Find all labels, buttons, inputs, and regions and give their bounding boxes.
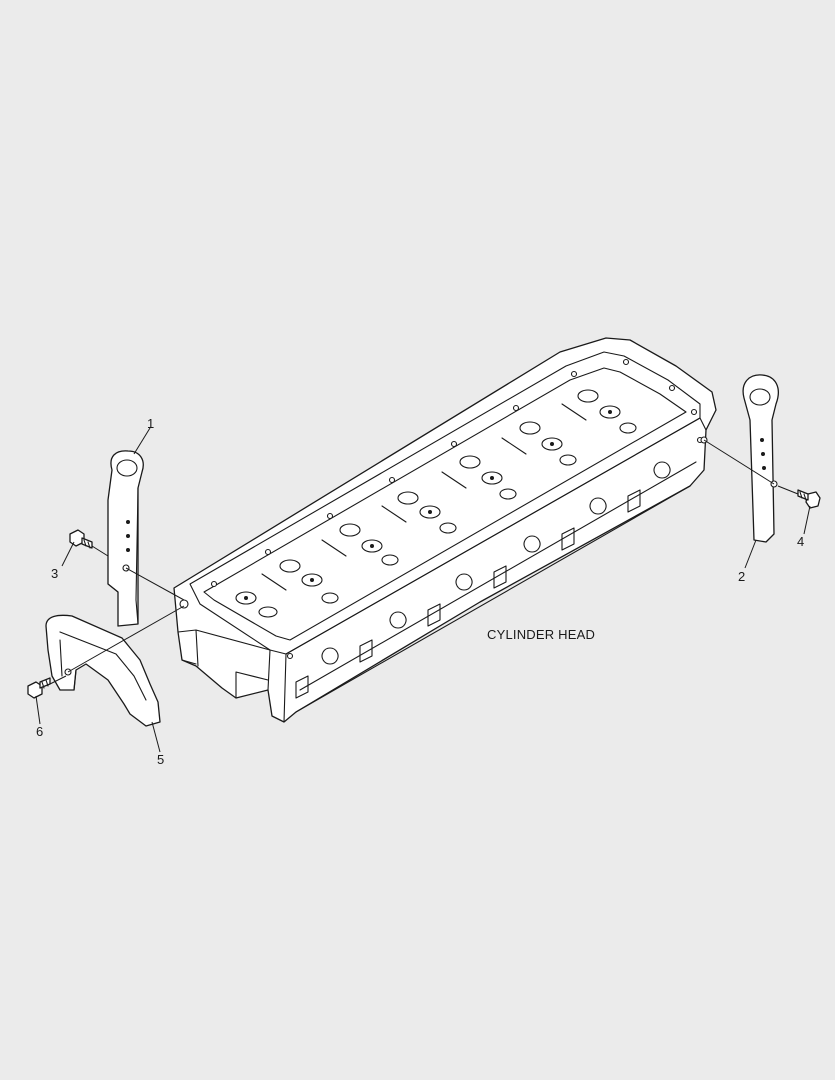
curved-support-bracket[interactable] bbox=[45, 614, 161, 727]
bolt-4[interactable] bbox=[797, 489, 821, 509]
bolt-6[interactable] bbox=[27, 677, 51, 699]
cylinder-head-inner-rim bbox=[203, 367, 687, 641]
front-face-ports bbox=[295, 461, 671, 699]
callout-leaders bbox=[35, 427, 811, 753]
front-lifting-eye-body bbox=[107, 450, 144, 627]
callout-4: 4 bbox=[797, 534, 804, 549]
curved-support-bracket-body bbox=[45, 614, 161, 727]
cylinder-head[interactable] bbox=[173, 337, 717, 723]
rear-lifting-eye-body bbox=[742, 374, 779, 543]
cylinder-head-top-rim bbox=[189, 351, 701, 655]
callout-2: 2 bbox=[738, 569, 745, 584]
callout-5: 5 bbox=[157, 752, 164, 767]
rear-lifting-eye-hole bbox=[749, 388, 771, 406]
cylinder-head-lower-edge bbox=[295, 461, 697, 713]
front-lifting-eye-hole bbox=[116, 459, 138, 477]
cylinder-head-end-face bbox=[177, 629, 271, 699]
front-mount-pad bbox=[179, 599, 189, 609]
bolt-3[interactable] bbox=[69, 529, 93, 549]
callout-1: 1 bbox=[147, 416, 154, 431]
front-lifting-eye[interactable] bbox=[107, 450, 144, 627]
callout-6: 6 bbox=[36, 724, 43, 739]
cylinder-head-front-face bbox=[267, 417, 707, 723]
valve-bosses bbox=[235, 389, 637, 618]
cylinder-head-ribs bbox=[261, 403, 587, 591]
cylinder-head-label: CYLINDER HEAD bbox=[487, 627, 595, 642]
rim-bolt-holes bbox=[210, 358, 704, 660]
alignment-lines bbox=[49, 439, 799, 685]
rear-lifting-eye[interactable] bbox=[742, 374, 779, 543]
callout-3: 3 bbox=[51, 566, 58, 581]
